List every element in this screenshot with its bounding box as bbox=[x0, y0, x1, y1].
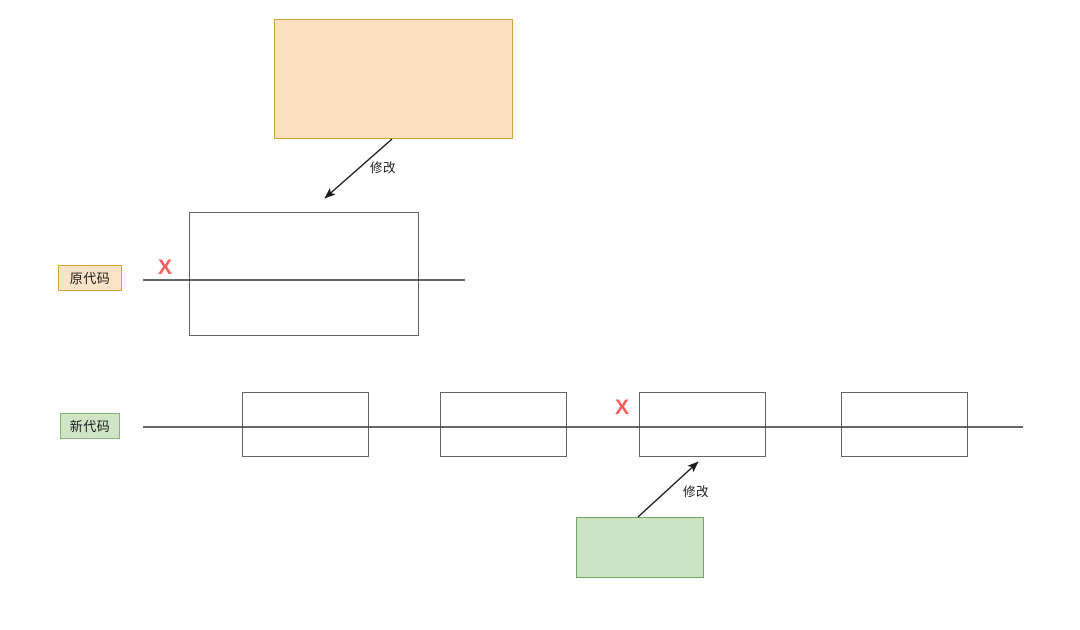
legend-new-code-label: 新代码 bbox=[69, 418, 111, 434]
new-code-block-4[interactable] bbox=[841, 392, 968, 457]
new-code-block-2[interactable] bbox=[440, 392, 567, 457]
edge-modify-bottom-label: 修改 bbox=[683, 485, 710, 499]
edge-modify-top-label: 修改 bbox=[370, 161, 397, 175]
legend-old-code-label: 原代码 bbox=[69, 270, 111, 286]
green-block[interactable] bbox=[576, 517, 704, 578]
new-code-block-3[interactable] bbox=[639, 392, 766, 457]
orange-block[interactable] bbox=[274, 19, 513, 139]
x-mark-new: X bbox=[615, 396, 630, 419]
x-mark-old: X bbox=[158, 256, 173, 279]
legend-old-code[interactable]: 原代码 bbox=[58, 265, 122, 291]
old-code-block[interactable] bbox=[189, 212, 419, 336]
legend-new-code[interactable]: 新代码 bbox=[60, 413, 120, 439]
new-code-block-1[interactable] bbox=[242, 392, 369, 457]
